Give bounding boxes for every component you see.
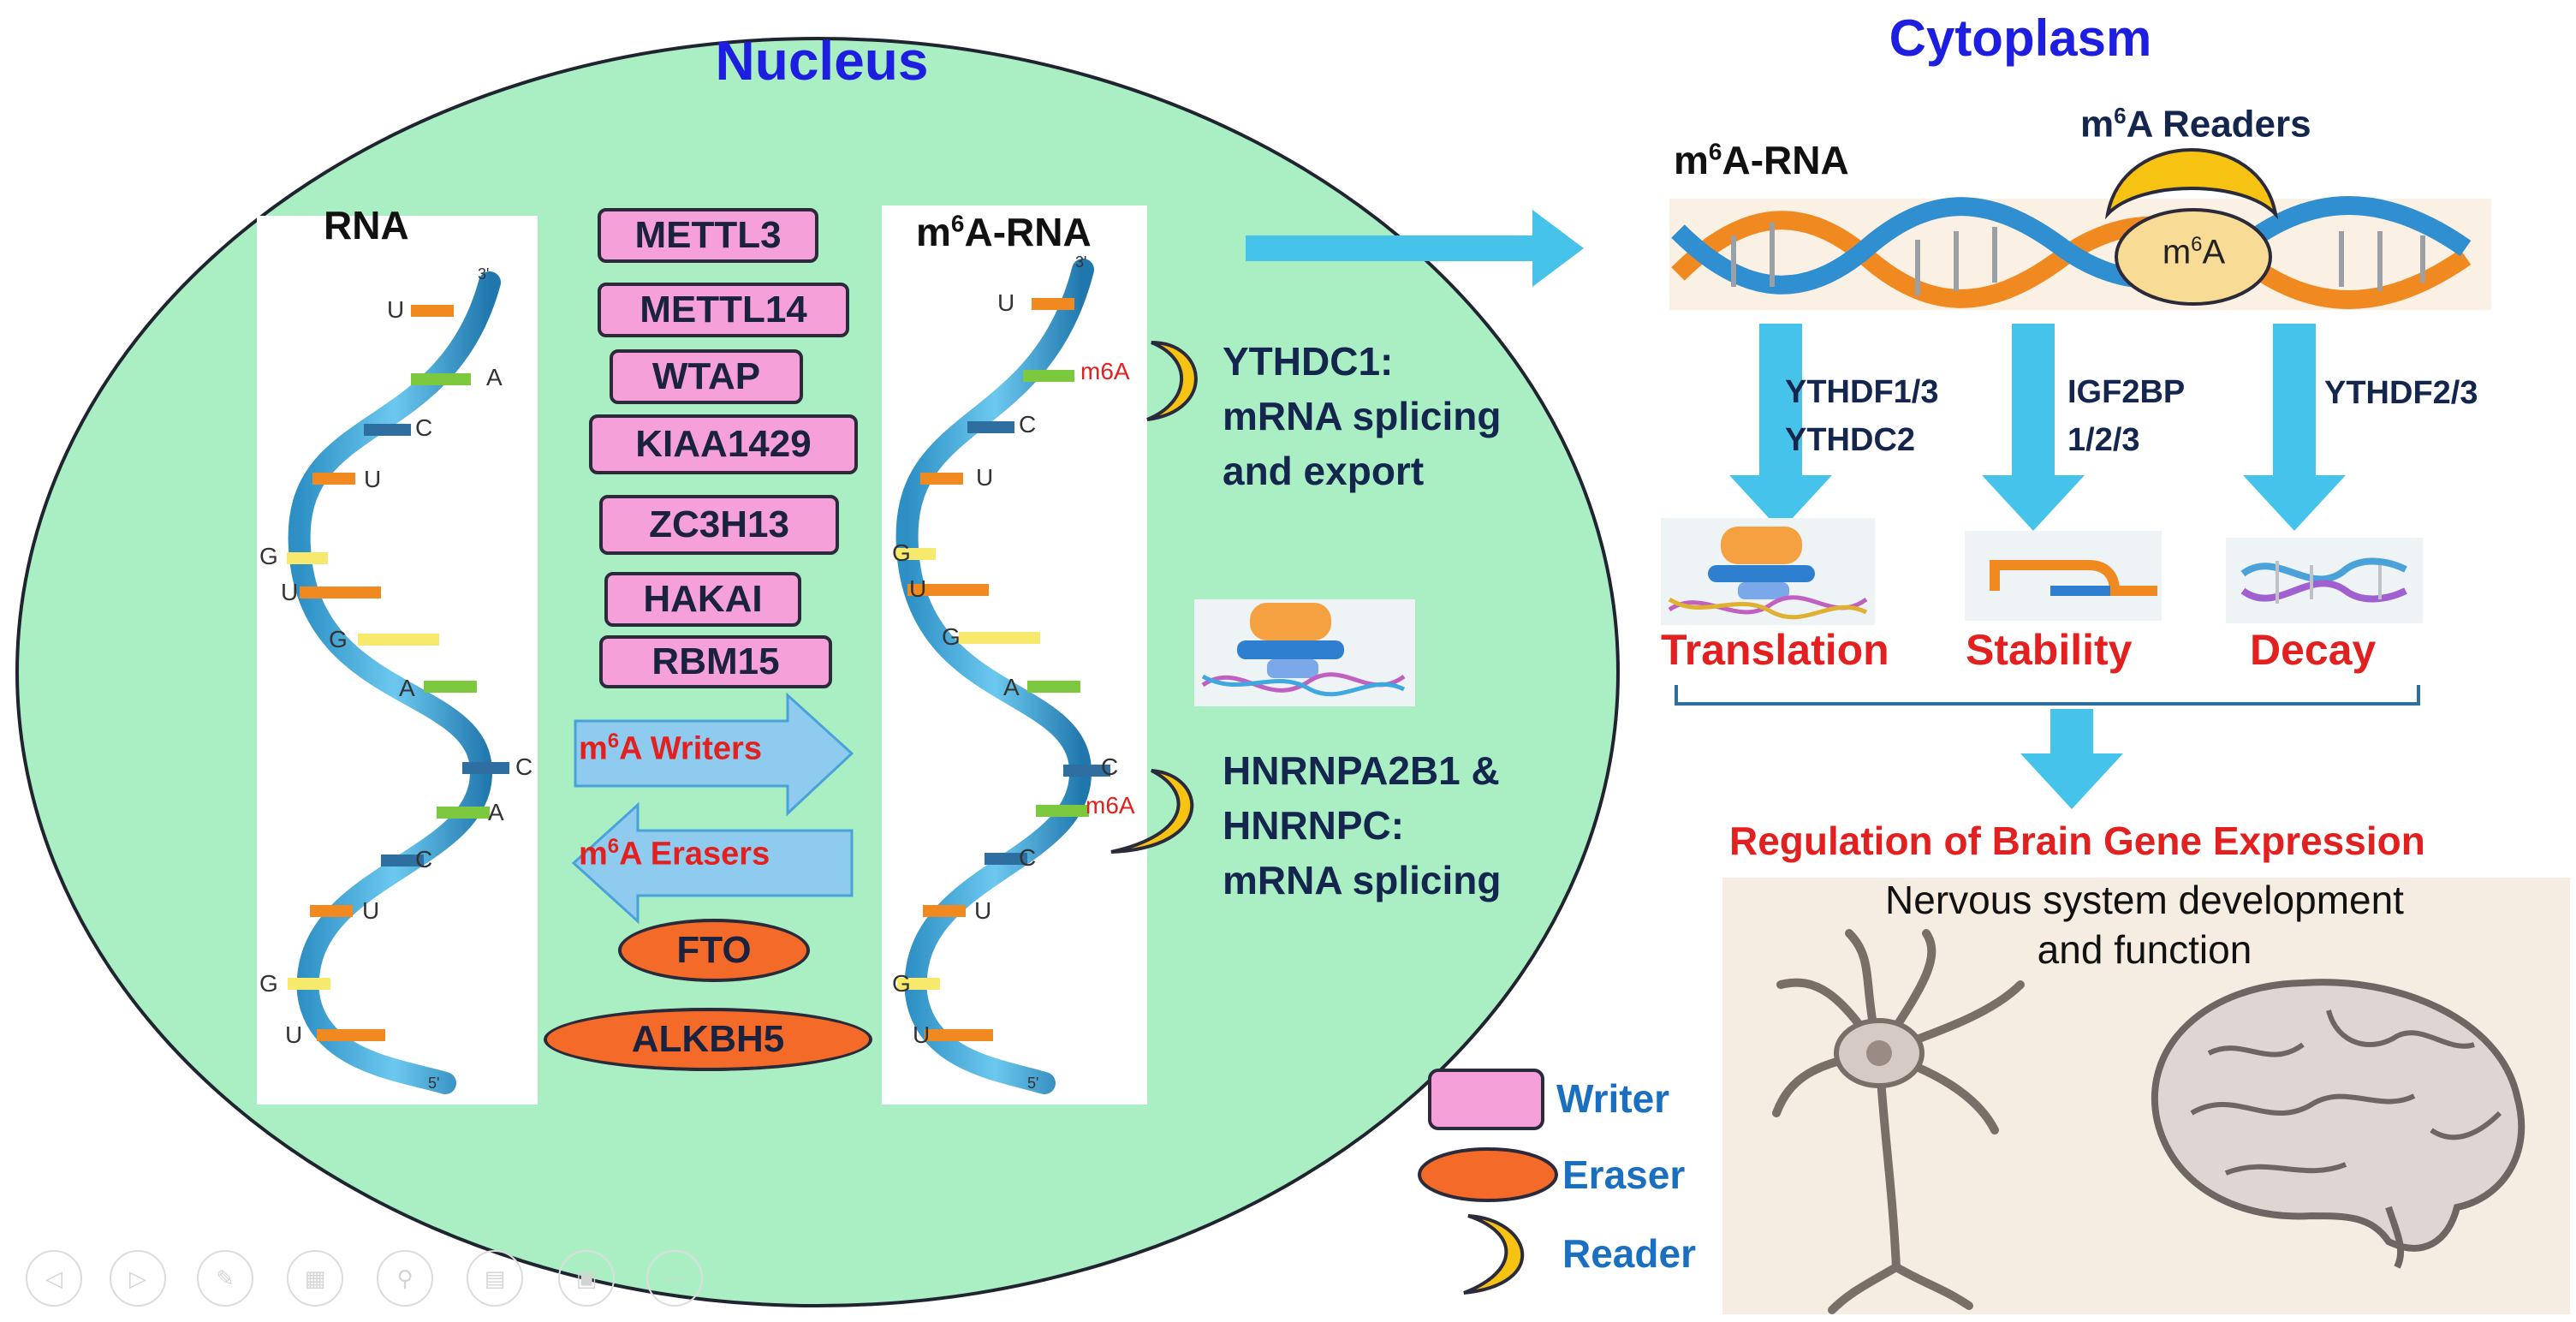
m6a-base: A [1003,674,1020,700]
pathway-readers-translation: YTHDF1/3 YTHDC2 [1785,374,1939,458]
writers-arrow-label: m6A Writers [579,729,762,767]
rna-base: U [364,466,382,492]
outcome-stability: Stability [1966,626,2133,674]
writer-box: KIAA1429 [589,414,858,474]
stability-icon [1965,531,2162,621]
writer-box: WTAP [610,349,803,404]
legend-writer-label: Writer [1556,1076,1670,1121]
erasers-arrow-shape [571,801,854,925]
nervous-system-label: Nervous system development and function [1885,878,2404,972]
m6a-3prime: 3' [1075,253,1087,271]
regulation-label: Regulation of Brain Gene Expression [1729,819,2425,863]
arrow-translation [1729,324,1832,531]
reader-crescent-2 [1110,769,1194,854]
legend-reader-swatch [1463,1214,1525,1295]
m6a-base-methylated: m6A [1080,358,1130,384]
m6a-5prime: 5' [1027,1075,1039,1092]
m6a-rna-strand [895,259,1094,1094]
m6a-base-bars [895,298,1110,1041]
rna-label: RNA [324,203,409,247]
slides-icon[interactable]: ▦ [287,1250,343,1307]
rna-base: C [515,753,533,780]
legend-reader-label: Reader [1562,1231,1696,1276]
export-arrow [1246,210,1584,287]
m6a-base: U [997,289,1015,316]
eraser-ellipse: FTO [618,919,810,982]
m6a-base: C [1101,753,1119,780]
m6a-base: G [942,623,961,650]
pathway-readers-stability: IGF2BP 1/2/3 [2067,374,2186,458]
m6a-base: C [1019,411,1037,438]
m6a-badge [2115,208,2272,306]
arrow-decay [2243,324,2346,531]
legend-writer-swatch [1428,1069,1544,1130]
writers-arrow-shape [574,692,854,817]
brain-icon [2151,979,2525,1269]
cytoplasm-title: Cytoplasm [1889,9,2152,67]
next-icon[interactable]: ▷ [110,1250,166,1307]
legend-eraser-label: Eraser [1562,1152,1686,1197]
writer-box: ZC3H13 [599,495,839,555]
rna-base: G [259,543,278,569]
rna-3prime: 3' [478,265,490,283]
ribosome-icon [1194,599,1415,706]
camera-icon[interactable]: ▣ [558,1250,615,1307]
outcomes-bracket [1675,685,2420,706]
m6a-base: U [909,575,927,602]
rna-base: C [415,414,433,441]
readers-crescent-top [2104,148,2279,220]
rna-base-bars [287,305,509,1041]
rna-base: U [281,579,299,605]
translation-icon [1661,518,1875,625]
more-icon[interactable]: ⋯ [646,1250,703,1307]
m6a-base: U [913,1021,931,1048]
arrow-regulation [2020,709,2123,809]
m6a-base: U [976,464,994,491]
subtitles-icon[interactable]: ▤ [467,1250,523,1307]
pathway-readers-decay: YTHDF2/3 [2324,375,2478,411]
zoom-icon[interactable]: ⚲ [377,1250,433,1307]
writer-box: RBM15 [599,635,832,688]
outcome-decay: Decay [2250,626,2377,674]
rna-base: A [399,675,415,701]
decay-icon [2226,538,2423,623]
reader-hnrnp-text: HNRNPA2B1 & HNRNPC: mRNA splicing [1223,748,1502,902]
rna-base: U [285,1021,303,1048]
m6a-base: U [974,897,992,924]
writer-box: METTL3 [598,208,818,263]
rna-base: U [387,296,405,323]
arrow-stability [1982,324,2085,531]
eraser-ellipse: ALKBH5 [544,1008,872,1071]
reader-ythdc1-text: YTHDC1: mRNA splicing and export [1223,339,1502,493]
rna-base: U [362,897,380,924]
m6a-base: C [1019,844,1037,871]
rna-base: A [488,799,504,825]
outcome-translation: Translation [1661,626,1889,674]
m6a-rna-label: m6A-RNA [916,210,1092,254]
rna-base: A [486,364,503,390]
writer-box: METTL14 [598,283,849,337]
m6a-base: G [892,539,911,566]
reader-crescent-1 [1146,341,1198,421]
rna-base: G [259,970,278,997]
rna-5prime: 5' [428,1075,440,1092]
nucleus-title: Nucleus [715,30,929,92]
writer-box: HAKAI [604,572,801,627]
previous-icon[interactable]: ◁ [26,1250,82,1307]
legend-eraser-swatch [1418,1147,1558,1202]
cyto-m6a-rna-label: m6A-RNA [1674,138,1849,182]
m6a-badge-label: m6A [2162,233,2226,271]
pen-icon[interactable]: ✎ [197,1250,253,1307]
rna-base: G [329,626,348,652]
m6a-base-methylated: m6A [1086,792,1135,819]
rna-base: C [415,846,433,872]
m6a-base: G [892,970,911,997]
readers-label: m6A Readers [2080,103,2311,146]
erasers-arrow-label: m6A Erasers [579,835,770,872]
rna-strand [288,271,501,1094]
